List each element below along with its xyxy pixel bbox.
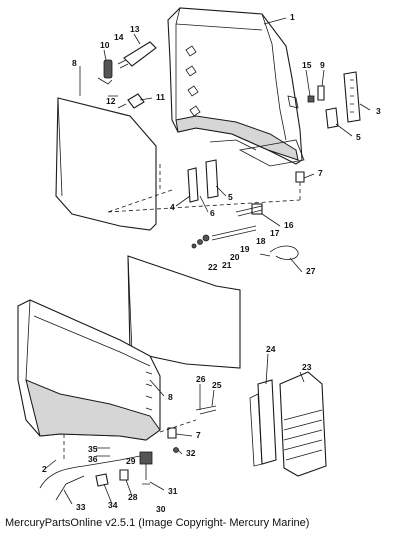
callout-12: 12 <box>106 96 116 106</box>
callout-32: 32 <box>186 448 196 458</box>
callout-35: 35 <box>88 444 98 454</box>
callout-26: 26 <box>196 374 206 384</box>
callout-9: 9 <box>320 60 325 70</box>
callout-21: 21 <box>222 260 232 270</box>
callout-17: 17 <box>270 228 280 238</box>
callout-27: 27 <box>306 266 316 276</box>
callout-34: 34 <box>108 500 118 510</box>
callout-33: 33 <box>76 502 86 512</box>
callout-6: 6 <box>210 208 215 218</box>
callout-7b: 7 <box>196 430 201 440</box>
callout-16: 16 <box>284 220 294 230</box>
callout-25: 25 <box>212 380 222 390</box>
callout-3: 3 <box>376 106 381 116</box>
callout-36: 36 <box>88 454 98 464</box>
callout-14: 14 <box>114 32 124 42</box>
callout-30: 30 <box>156 504 166 514</box>
leader-lines <box>45 17 371 505</box>
callout-19: 19 <box>240 244 250 254</box>
callout-4: 4 <box>170 202 175 212</box>
callout-23: 23 <box>302 362 312 372</box>
callout-29: 29 <box>126 456 136 466</box>
center-hardware-parts <box>187 159 299 260</box>
callout-15: 15 <box>302 60 312 70</box>
callout-24: 24 <box>266 344 276 354</box>
lower-right-parts <box>167 371 327 477</box>
callout-5b: 5 <box>228 192 233 202</box>
callout-28: 28 <box>128 492 138 502</box>
exploded-parts-diagram: 1 2 3 4 5 5 6 7 7 8 8 9 10 11 12 13 14 1… <box>17 7 381 514</box>
bracket-parts-right <box>295 71 361 183</box>
callout-8a: 8 <box>72 58 77 68</box>
callout-31: 31 <box>168 486 178 496</box>
callout-18: 18 <box>256 236 266 246</box>
top-side-panel-part <box>55 97 157 231</box>
callout-labels: 1 2 3 4 5 5 6 7 7 8 8 9 10 11 12 13 14 1… <box>42 12 381 514</box>
callout-22: 22 <box>208 262 218 272</box>
callout-20: 20 <box>230 252 240 262</box>
callout-10: 10 <box>100 40 110 50</box>
upper-cowl-part <box>167 7 305 167</box>
latch-parts-upper <box>97 41 157 109</box>
bottom-side-panel-part <box>127 255 241 369</box>
callout-13: 13 <box>130 24 140 34</box>
callout-8b: 8 <box>168 392 173 402</box>
lower-cowl-part <box>17 299 161 441</box>
callout-5a: 5 <box>356 132 361 142</box>
callout-11: 11 <box>156 92 165 102</box>
callout-7a: 7 <box>318 168 323 178</box>
image-caption: MercuryPartsOnline v2.5.1 (Image Copyrig… <box>5 517 310 529</box>
callout-2: 2 <box>42 464 47 474</box>
wiring-harness-parts <box>39 447 153 501</box>
callout-1: 1 <box>290 12 295 22</box>
